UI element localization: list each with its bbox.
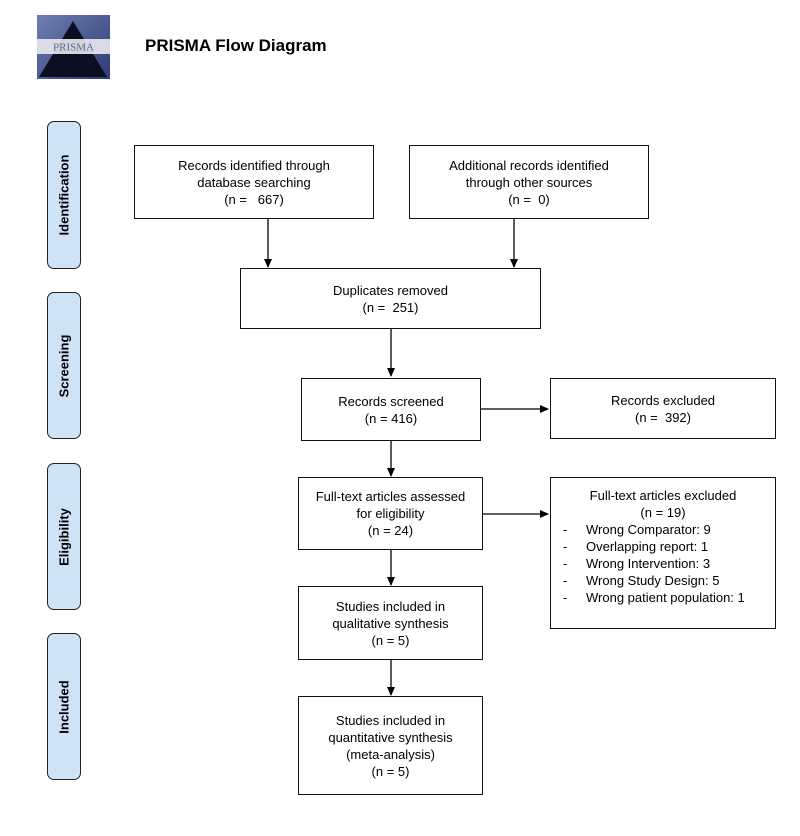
box-line: (n = 416) [364, 410, 418, 426]
box-line: Records identified through [178, 157, 330, 173]
box-line: for eligibility [356, 506, 425, 521]
box-records-excluded: Records excluded (n = 392) [550, 378, 776, 439]
svg-text:PRISMA: PRISMA [53, 42, 94, 54]
exclusion-reason: Wrong Intervention: 3 [551, 555, 775, 572]
box-line: (n = 667) [224, 191, 284, 207]
box-duplicates-removed: Duplicates removed (n = 251) [240, 268, 541, 329]
box-database-search: Records identified through database sear… [134, 145, 374, 219]
stage-screening-label: Screening [56, 334, 72, 397]
stage-eligibility-label: Eligibility [56, 507, 72, 566]
exclusion-reason: Wrong patient population: 1 [551, 589, 775, 606]
box-line: (n = 24) [367, 523, 414, 538]
excluded-count: (n = 19) [640, 505, 686, 520]
box-line: (meta-analysis) [346, 746, 435, 762]
box-other-sources: Additional records identified through ot… [409, 145, 649, 219]
prisma-logo: PRISMA [37, 15, 110, 79]
box-line: Records screened [338, 393, 444, 409]
box-quantitative-synthesis: Studies included in quantitative synthes… [298, 696, 483, 795]
box-line: Studies included in [335, 598, 446, 614]
box-line: (n = 392) [634, 409, 691, 425]
box-records-screened: Records screened (n = 416) [301, 378, 481, 441]
box-line: Full-text articles assessed [315, 489, 466, 504]
stage-identification: Identification [47, 121, 81, 269]
box-line: (n = 5) [371, 632, 410, 648]
box-line: Records excluded [610, 392, 716, 408]
exclusion-reasons-list: Wrong Comparator: 9 Overlapping report: … [551, 521, 775, 606]
stage-eligibility: Eligibility [47, 463, 81, 610]
box-line: qualitative synthesis [332, 615, 449, 631]
page-title: PRISMA Flow Diagram [145, 36, 327, 55]
excluded-title: Full-text articles excluded [589, 488, 737, 503]
box-line: Additional records identified [449, 157, 609, 173]
exclusion-reason: Wrong Comparator: 9 [551, 521, 775, 538]
exclusion-reason: Wrong Study Design: 5 [551, 572, 775, 589]
box-line: Studies included in [335, 712, 446, 728]
box-line: quantitative synthesis [328, 729, 453, 745]
box-line: (n = 251) [362, 299, 419, 315]
box-line: database searching [197, 174, 311, 190]
stage-screening: Screening [47, 292, 81, 439]
stage-included: Included [47, 633, 81, 780]
box-line: through other sources [465, 174, 593, 190]
exclusion-reason: Overlapping report: 1 [551, 538, 775, 555]
box-qualitative-synthesis: Studies included in qualitative synthesi… [298, 586, 483, 660]
box-line: (n = 0) [508, 191, 550, 207]
stage-identification-label: Identification [56, 154, 72, 236]
box-fulltext-assessed: Full-text articles assessed for eligibil… [298, 477, 483, 550]
stage-included-label: Included [56, 679, 72, 734]
box-fulltext-excluded: Full-text articles excluded (n = 19) Wro… [550, 477, 776, 629]
box-line: Duplicates removed [333, 282, 448, 298]
box-line: (n = 5) [371, 763, 410, 779]
